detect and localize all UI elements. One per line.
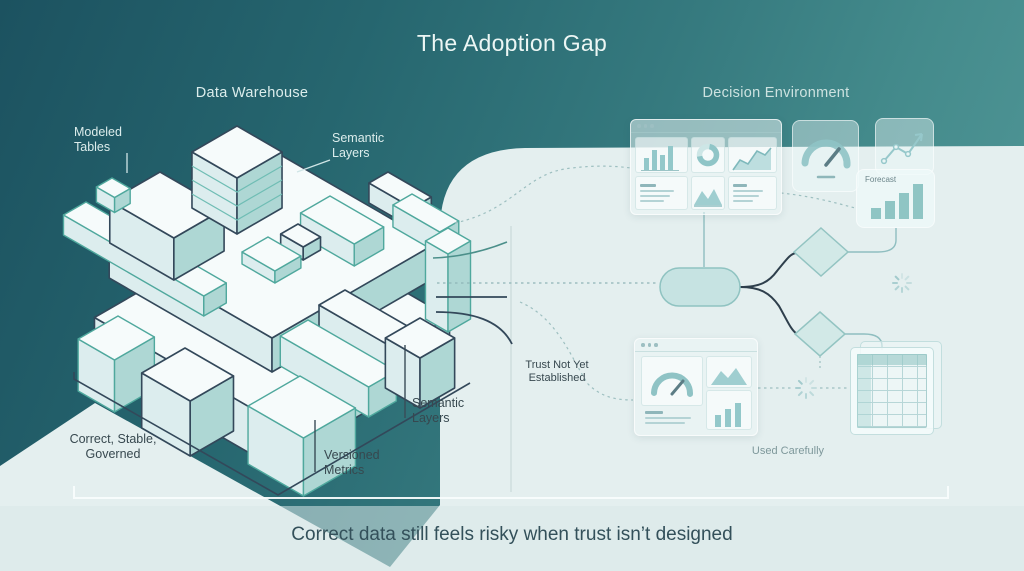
window-dot-icon xyxy=(641,343,645,347)
bar-chart-icon xyxy=(871,184,923,219)
spreadsheet-first-column xyxy=(857,354,871,428)
spinner-icon xyxy=(892,273,912,293)
gauge-icon xyxy=(641,356,703,406)
dashboard-window-top xyxy=(630,119,782,215)
spreadsheet-icon xyxy=(857,354,927,428)
warehouse-isometric-stack xyxy=(62,125,472,497)
decision-diamond-bottom xyxy=(793,311,847,357)
window-dot-icon xyxy=(647,343,651,347)
window-dot-icon xyxy=(643,124,647,128)
text-lines-icon xyxy=(641,407,707,428)
label-correct-stable-governed: Correct, Stable,Governed xyxy=(69,432,157,461)
spinner-icon xyxy=(795,377,817,399)
gap-connectors xyxy=(432,165,897,401)
window-titlebar xyxy=(631,120,781,133)
spreadsheet-header-row xyxy=(857,354,927,365)
window-dot-icon xyxy=(654,343,658,347)
window-dot-icon xyxy=(650,124,654,128)
pill-node xyxy=(659,267,741,307)
decision-heading: Decision Environment xyxy=(702,85,850,101)
donut-chart-icon xyxy=(690,137,725,174)
forecast-card-label: Forecast xyxy=(865,175,897,184)
forecast-card: Forecast xyxy=(856,169,935,228)
spreadsheet-card xyxy=(850,347,934,435)
text-lines-icon xyxy=(727,176,777,210)
gauge-icon xyxy=(801,139,851,179)
label-used-carefully: Used Carefully xyxy=(751,445,825,457)
bar-chart-icon xyxy=(635,137,688,174)
decision-fork-lines xyxy=(739,252,798,335)
label-pointers xyxy=(126,153,406,472)
trend-up-icon xyxy=(880,133,923,165)
text-lines-icon xyxy=(635,176,688,210)
caption: Correct data still feels risky when trus… xyxy=(291,524,733,545)
dashboard-window-bottom xyxy=(634,338,758,436)
bar-chart-icon xyxy=(706,390,752,430)
window-dot-icon xyxy=(637,124,641,128)
warehouse-heading: Data Warehouse xyxy=(195,85,309,101)
image-placeholder-icon xyxy=(690,176,725,210)
base-outline xyxy=(73,372,471,496)
line-chart-icon xyxy=(727,137,777,174)
span-bracket xyxy=(73,486,949,499)
light-region-shape xyxy=(0,146,1024,571)
trend-card xyxy=(875,118,934,175)
image-placeholder-icon xyxy=(706,356,752,388)
decision-diamond-top xyxy=(792,226,850,278)
gauge-card xyxy=(792,120,859,192)
page-title: The Adoption Gap xyxy=(416,30,608,56)
bottom-band xyxy=(0,506,1024,571)
window-titlebar xyxy=(635,339,757,352)
